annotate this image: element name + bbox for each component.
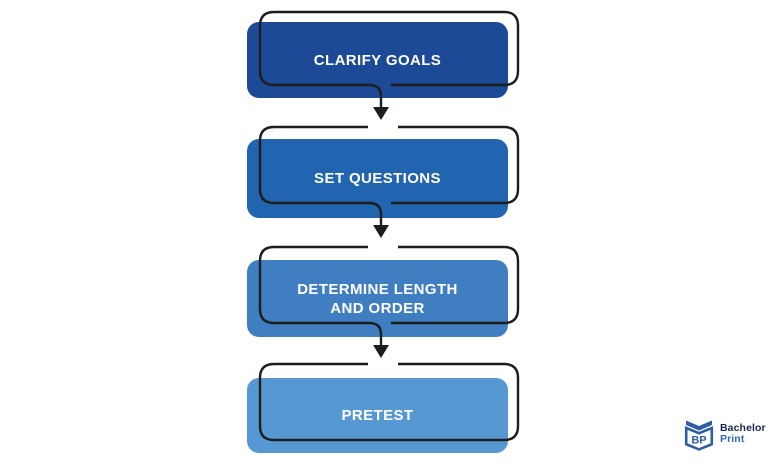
flow-step-determine-length-order: DETERMINE LENGTH AND ORDER — [247, 260, 508, 337]
bp-monogram: BP — [691, 435, 706, 447]
flow-step-label: DETERMINE LENGTH AND ORDER — [297, 280, 458, 317]
book-body-shape — [684, 426, 714, 451]
flow-step-pretest: PRETEST — [247, 378, 508, 453]
arrow-down-icon-2 — [373, 225, 389, 238]
flow-step-clarify-goals: CLARIFY GOALS — [247, 22, 508, 98]
brand-logo-text: Bachelor Print — [720, 421, 766, 445]
book-pages-shape — [686, 420, 712, 431]
arrow-down-icon-1 — [373, 107, 389, 120]
flow-step-set-questions: SET QUESTIONS — [247, 139, 508, 218]
flow-step-label: SET QUESTIONS — [314, 170, 441, 187]
flow-step-label: CLARIFY GOALS — [313, 51, 442, 69]
logo-text-bachelor: Bachelor — [720, 421, 766, 434]
flow-step-label: PRETEST — [341, 407, 414, 424]
brand-logo: BP Bachelor Print — [684, 416, 766, 451]
open-book-icon: BP — [684, 420, 714, 451]
logo-text-print: Print — [720, 432, 745, 445]
arrow-down-icon-3 — [373, 345, 389, 358]
